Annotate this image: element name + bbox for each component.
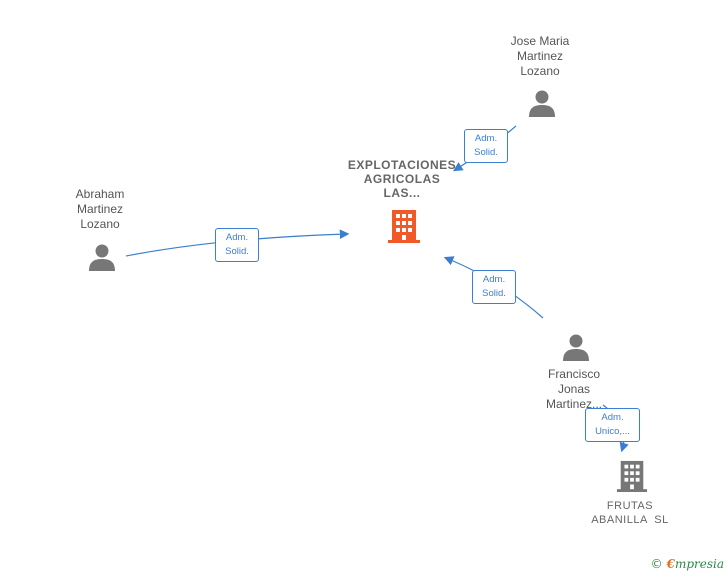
edge-badge-jose[interactable]: Adm. Solid.	[464, 129, 508, 163]
person-icon[interactable]	[562, 333, 590, 361]
label-line: Lozano	[80, 217, 120, 231]
label-line: LAS...	[383, 186, 421, 200]
person-label-abraham[interactable]: Abraham Martinez Lozano	[50, 187, 150, 232]
label-line: Martinez	[516, 49, 563, 63]
label-line: AGRICOLAS	[363, 172, 441, 186]
copyright-symbol: ©	[650, 557, 663, 571]
edge-badge-francisco-frutas[interactable]: Adm. Unico,...	[585, 408, 640, 442]
label-line: Lozano	[520, 64, 560, 78]
label-line: Francisco	[547, 367, 600, 381]
label-line: Jonas	[557, 382, 591, 396]
badge-line: Adm.	[225, 232, 249, 243]
building-icon[interactable]	[616, 458, 648, 494]
label-line: FRUTAS	[606, 500, 654, 512]
badge-line: Solid.	[474, 147, 498, 158]
company-label-explotaciones[interactable]: EXPLOTACIONES AGRICOLAS LAS...	[332, 158, 472, 200]
badge-line: Adm.	[601, 412, 624, 423]
person-label-francisco[interactable]: Francisco Jonas Martinez...	[524, 367, 624, 412]
badge-line: Unico,...	[595, 426, 630, 437]
edge-badge-francisco[interactable]: Adm. Solid.	[472, 270, 516, 304]
empresia-logo[interactable]: ©€mpresia	[651, 557, 724, 571]
building-icon[interactable]	[387, 208, 421, 244]
label-line: Jose Maria	[510, 34, 570, 48]
label-line: Martinez...	[545, 397, 602, 411]
label-line: Martinez	[76, 202, 123, 216]
edge-badge-abraham[interactable]: Adm. Solid.	[215, 228, 259, 262]
person-label-jose[interactable]: Jose Maria Martinez Lozano	[490, 34, 590, 79]
company-label-frutas[interactable]: FRUTAS ABANILLA SL	[578, 499, 682, 527]
badge-line: Adm.	[474, 133, 498, 144]
person-icon[interactable]	[528, 89, 556, 117]
badge-line: Solid.	[482, 288, 506, 299]
label-line: Abraham	[75, 187, 125, 201]
badge-line: Adm.	[482, 274, 506, 285]
label-line: EXPLOTACIONES	[347, 158, 457, 172]
person-icon[interactable]	[88, 243, 116, 271]
brand-initial: €	[666, 557, 675, 571]
brand-name: mpresia	[674, 557, 724, 571]
label-line: ABANILLA SL	[591, 514, 669, 526]
badge-line: Solid.	[225, 246, 249, 257]
